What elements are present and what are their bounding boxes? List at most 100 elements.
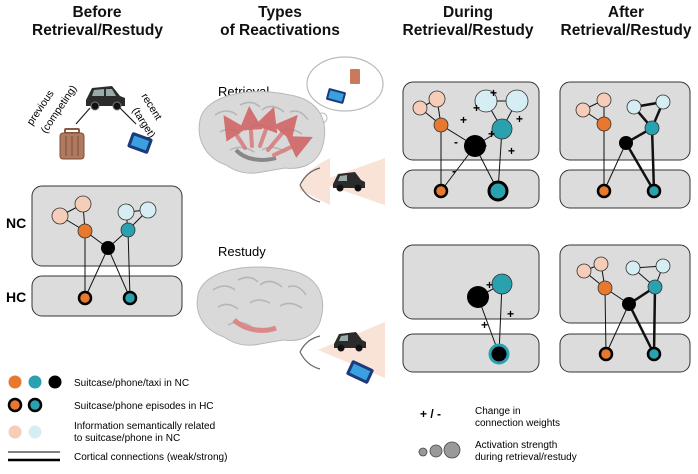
taxi-icon — [86, 86, 125, 111]
before-phone-nc-node — [120, 222, 136, 238]
after-retrieval-phone-node — [644, 120, 660, 136]
legend-light-teal-node — [28, 425, 42, 439]
retrieval-reactivation-arrows — [223, 106, 313, 158]
eye-icon — [299, 335, 321, 370]
during-retrieval-related-orange-2 — [428, 90, 446, 108]
after-retrieval-phone-hc — [646, 183, 662, 199]
header-during-line2: Retrieval/Restudy — [402, 22, 534, 39]
phone-icon — [346, 360, 374, 384]
taxi-phone-link — [119, 107, 137, 125]
svg-text:+: + — [490, 86, 497, 100]
legend-teal-node — [28, 375, 42, 389]
after-restudy-related-orange-2 — [593, 256, 609, 272]
after-retrieval-related-orange-1 — [575, 102, 591, 118]
taxi-icon — [333, 172, 365, 192]
svg-text:-: - — [452, 164, 456, 178]
during-retrieval-phone-hc — [487, 180, 509, 202]
legend-item-2: Suitcase/phone episodes in HC — [74, 401, 214, 412]
header-during: During Retrieval/Restudy — [398, 4, 538, 40]
header-after-line1: After — [607, 4, 645, 21]
restudy-label: Restudy — [218, 244, 266, 259]
after-restudy-hc-panel — [559, 333, 691, 373]
after-retrieval-related-teal-2 — [655, 94, 671, 110]
legend-activation-small — [418, 447, 428, 457]
during-restudy-hc-panel — [402, 333, 540, 373]
svg-text:+: + — [460, 113, 467, 127]
svg-text:+: + — [516, 112, 523, 126]
after-retrieval-related-orange-2 — [596, 92, 612, 108]
hc-label: HC — [6, 289, 26, 305]
during-retrieval-suitcase-node — [433, 117, 449, 133]
svg-text:+: + — [488, 127, 495, 141]
after-restudy-related-teal-1 — [625, 260, 641, 276]
header-before-line1: Before — [72, 4, 122, 21]
legend-light-orange-node — [8, 425, 22, 439]
legend-orange-node — [8, 375, 22, 389]
before-hc-panel — [31, 275, 183, 317]
after-retrieval-hc-panel — [559, 169, 691, 209]
svg-text:+: + — [481, 318, 488, 332]
legend-activation-line1: Activation strength — [475, 440, 557, 451]
after-restudy-nc-panel — [559, 244, 691, 324]
before-related-teal-2 — [139, 201, 157, 219]
header-after: After Retrieval/Restudy — [556, 4, 696, 40]
legend-item-4: Cortical connections (weak/strong) — [74, 452, 227, 463]
during-retrieval-phone-node — [491, 118, 513, 140]
after-restudy-taxi-node — [622, 297, 636, 311]
during-restudy-phone-hc — [488, 343, 510, 365]
legend-activation-medium — [429, 444, 443, 458]
legend-orange-hc-node — [7, 397, 23, 413]
after-retrieval-suitcase-node — [596, 116, 612, 132]
legend-activation-line2: during retrieval/restudy — [475, 452, 577, 463]
during-retrieval-suitcase-hc — [433, 183, 449, 199]
before-suitcase-hc-node — [77, 290, 93, 306]
during-restudy-taxi-node — [467, 286, 489, 308]
before-taxi-nc-node — [101, 241, 115, 255]
header-before: Before Retrieval/Restudy — [32, 4, 163, 40]
after-retrieval-taxi-node — [619, 136, 633, 150]
svg-text:+: + — [486, 278, 493, 292]
svg-text:+: + — [507, 307, 514, 321]
before-related-orange-2 — [74, 195, 92, 213]
during-retrieval-taxi-node — [464, 135, 486, 157]
during-retrieval-related-teal-1 — [474, 89, 498, 113]
after-restudy-suitcase-node — [597, 280, 613, 296]
taxi-icon — [334, 332, 366, 352]
during-retrieval-related-orange-1 — [412, 100, 428, 116]
during-restudy-nc-panel — [402, 244, 540, 320]
before-related-orange-1 — [51, 207, 69, 225]
after-restudy-phone-hc — [646, 346, 662, 362]
during-retrieval-hc-panel — [402, 169, 540, 209]
legend-change-symbol: + / - — [420, 407, 441, 421]
before-phone-hc-node — [122, 290, 138, 306]
phone-icon — [127, 132, 153, 154]
header-types-line2: of Reactivations — [220, 22, 340, 39]
header-after-line2: Retrieval/Restudy — [560, 22, 692, 39]
header-types-line1: Types — [258, 4, 302, 21]
legend-item-1: Suitcase/phone/taxi in NC — [74, 378, 189, 389]
header-types: Types of Reactivations — [205, 4, 355, 40]
brain-icon — [198, 91, 326, 174]
svg-text:-: - — [454, 135, 458, 149]
svg-text:+: + — [508, 144, 515, 158]
after-restudy-related-orange-1 — [576, 263, 592, 279]
after-restudy-phone-node — [647, 279, 663, 295]
before-related-teal-1 — [117, 203, 135, 221]
legend-change-line1: Change in — [475, 406, 521, 417]
brain-icon — [196, 266, 324, 346]
after-retrieval-related-teal-1 — [626, 99, 642, 115]
nc-label: NC — [6, 215, 26, 231]
svg-text:+: + — [480, 139, 487, 153]
legend-item-3b: to suitcase/phone in NC — [74, 433, 180, 444]
legend-change-line2: connection weights — [475, 418, 560, 429]
taxi-suitcase-link — [75, 107, 91, 125]
eye-icon — [299, 158, 330, 205]
header-before-line2: Retrieval/Restudy — [32, 22, 163, 39]
legend-teal-hc-node — [27, 397, 43, 413]
header-during-line1: During — [443, 4, 493, 21]
legend-item-3a: Information semantically related — [74, 421, 215, 432]
during-restudy-signs: + + + — [481, 278, 514, 332]
legend-activation-large — [443, 441, 461, 459]
during-restudy-phone-node — [491, 273, 513, 295]
